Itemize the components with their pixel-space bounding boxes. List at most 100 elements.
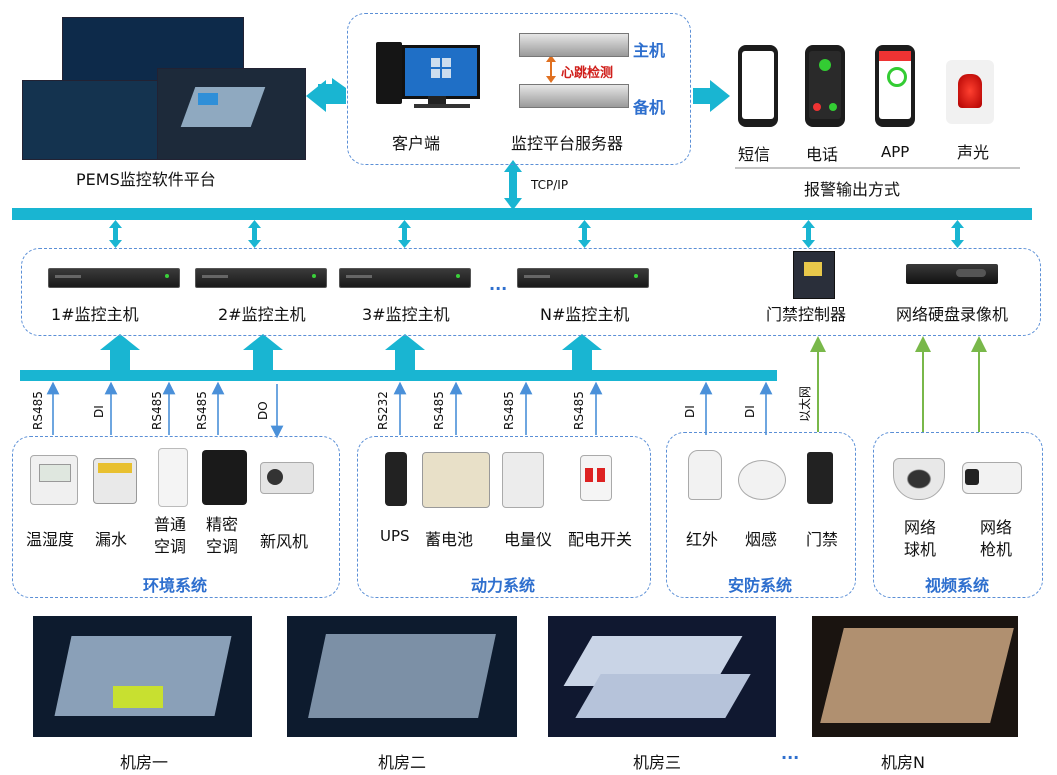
door-access-reader [807, 452, 833, 504]
env-ac-precision-line1: 精密 [205, 515, 238, 534]
env-leak-label: 漏水 [95, 530, 128, 549]
env-ac-normal-line1: 普通 [153, 515, 186, 534]
normal-ac [158, 448, 188, 507]
alarm-app-label: APP [881, 143, 910, 161]
room2-image [287, 616, 517, 737]
power-meter-label: 电量仪 [504, 530, 553, 549]
video-dome-line2: 球机 [903, 540, 936, 559]
roomN-image [812, 616, 1018, 737]
env-fresh-air-label: 新风机 [260, 532, 309, 551]
heartbeat-label: 心跳检测 [561, 66, 614, 81]
host1-label: 1#监控主机 [51, 305, 139, 324]
hosts-group [21, 248, 1041, 336]
power-system-group [357, 436, 651, 598]
nvr-device [906, 264, 998, 284]
proto-rs485-1: RS485 [31, 391, 45, 430]
sms-phone [738, 45, 778, 127]
proto-rs485-6: RS485 [572, 391, 586, 430]
proto-rs485-3: RS485 [195, 391, 209, 430]
alarm-phone-label: 电话 [806, 145, 839, 164]
power-switch-label: 配电开关 [568, 530, 633, 549]
access-controller-device [793, 251, 835, 299]
video-system-title: 视频系统 [924, 576, 989, 595]
room3-label: 机房三 [633, 753, 682, 772]
infrared-sensor [688, 450, 722, 500]
env-system-title: 环境系统 [142, 576, 207, 595]
client-pc-tower [376, 42, 402, 104]
host2-label: 2#监控主机 [218, 305, 306, 324]
security-infrared-label: 红外 [686, 530, 719, 549]
security-system-title: 安防系统 [727, 576, 792, 595]
client-label: 客户端 [392, 134, 441, 153]
proto-rs485-5: RS485 [502, 391, 516, 430]
proto-di-1: DI [92, 405, 106, 418]
server-group [347, 13, 691, 165]
proto-do: DO [256, 401, 270, 420]
leak-sensor [93, 458, 137, 504]
hostN-device [517, 268, 649, 288]
alarm-sms-label: 短信 [738, 145, 771, 164]
env-ac-precision-line2: 空调 [205, 537, 238, 556]
proto-ethernet: 以太网 [798, 385, 812, 422]
proto-rs232: RS232 [376, 391, 390, 430]
room3-image [548, 616, 776, 737]
security-smoke-label: 烟感 [745, 530, 778, 549]
video-bullet-line1: 网络 [979, 518, 1012, 537]
device-bus [20, 370, 777, 381]
arrow-to-alarm-head [710, 80, 730, 112]
power-battery-label: 蓄电池 [425, 530, 474, 549]
room1-image [33, 616, 252, 737]
app-phone [875, 45, 915, 127]
siren-icon [946, 60, 994, 124]
backup-label: 备机 [633, 98, 666, 117]
video-system-group [873, 432, 1043, 598]
server-label: 监控平台服务器 [511, 134, 624, 153]
proto-di-3: DI [743, 405, 757, 418]
roomN-label: 机房N [881, 753, 925, 772]
power-system-title: 动力系统 [470, 576, 535, 595]
backup-server [519, 84, 629, 108]
tcpip-label: TCP/IP [531, 178, 569, 192]
nvr-label: 网络硬盘录像机 [896, 305, 1009, 324]
security-system-group [666, 432, 856, 598]
distribution-switch [580, 455, 612, 501]
proto-di-2: DI [683, 405, 697, 418]
video-dome-line1: 网络 [903, 518, 936, 537]
pems-screen-front [157, 68, 306, 160]
battery-bank [422, 452, 490, 508]
host3-label: 3#监控主机 [362, 305, 450, 324]
env-ac-normal-line2: 空调 [153, 537, 186, 556]
host2-device [195, 268, 327, 288]
proto-rs485-2: RS485 [150, 391, 164, 430]
env-system-group [12, 436, 340, 598]
video-bullet-line2: 枪机 [979, 540, 1012, 559]
bullet-camera [962, 462, 1022, 494]
power-meter-cabinet [502, 452, 544, 508]
call-phone [805, 45, 845, 127]
access-controller-label: 门禁控制器 [766, 305, 847, 324]
fresh-air-unit [260, 462, 314, 494]
master-server [519, 33, 629, 57]
hosts-ellipsis: ··· [489, 279, 508, 298]
rooms-ellipsis: ··· [781, 748, 800, 767]
pems-label: PEMS监控软件平台 [76, 170, 216, 189]
up-arrows [100, 334, 602, 370]
temp-humidity-sensor [30, 455, 78, 505]
smoke-detector [738, 460, 786, 500]
alarm-title: 报警输出方式 [804, 180, 901, 199]
dome-camera [893, 458, 945, 500]
room2-label: 机房二 [378, 753, 427, 772]
host3-device [339, 268, 471, 288]
ups-unit [385, 452, 407, 506]
power-ups-label: UPS [380, 527, 410, 545]
arrow-pems-head [306, 80, 326, 112]
proto-rs485-4: RS485 [432, 391, 446, 430]
host1-device [48, 268, 180, 288]
main-bus [12, 208, 1032, 220]
client-monitor [402, 45, 480, 99]
alarm-sound-light-label: 声光 [957, 143, 990, 162]
env-temp-humidity-label: 温湿度 [26, 530, 75, 549]
bus-host-arrows [109, 220, 964, 248]
precision-ac [202, 450, 247, 505]
